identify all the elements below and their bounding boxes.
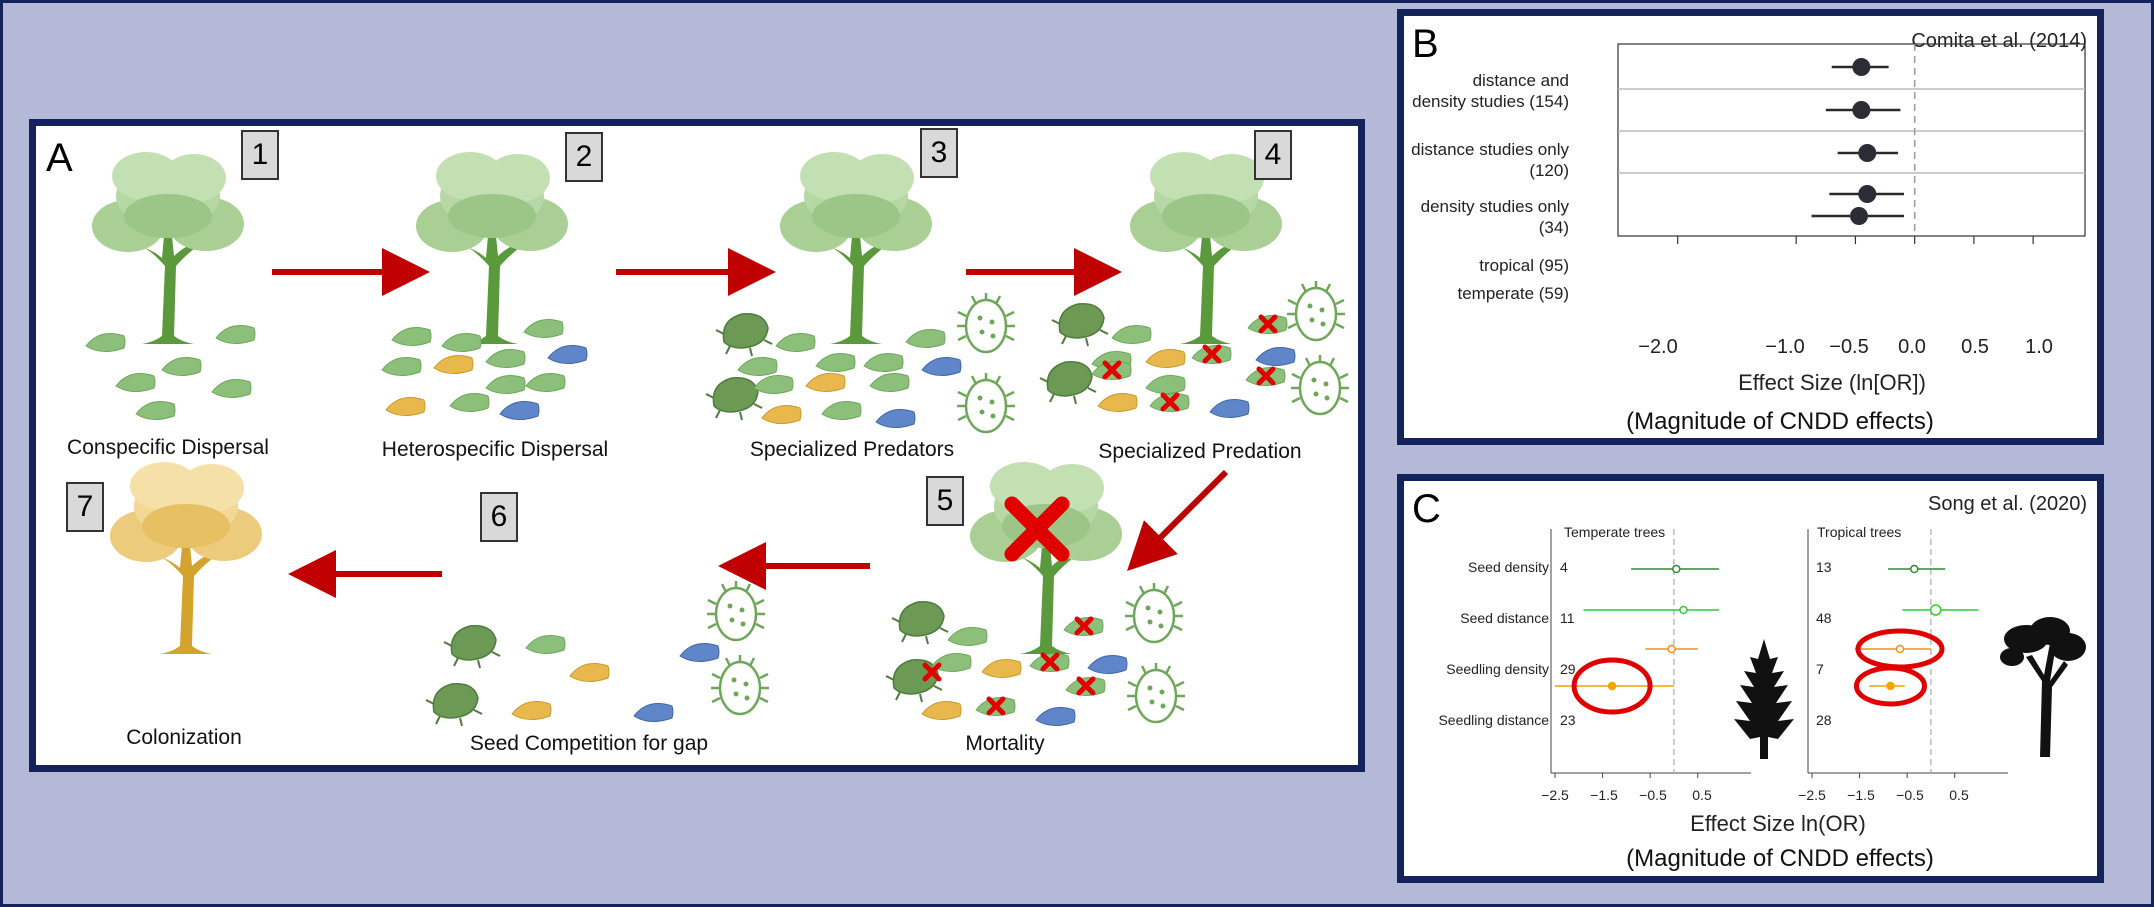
panel-c-subtitle: (Magnitude of CNDD effects) <box>1626 845 1934 872</box>
x-tick-label: 1.0 <box>2025 336 2053 358</box>
step-6-number: 6 <box>480 492 518 542</box>
stage-1-illustration <box>85 152 256 421</box>
panel-c-x-axis-title: Effect Size ln(OR) <box>1690 811 1866 836</box>
step-1-number: 1 <box>241 130 279 180</box>
panel-a: A <box>29 119 1365 772</box>
point-estimate <box>1667 644 1676 654</box>
point-estimate <box>1852 101 1871 119</box>
step-3-number: 3 <box>920 128 958 178</box>
step-5-caption: Mortality <box>965 732 1045 755</box>
group-label-tropical: Tropical trees <box>1817 524 1902 540</box>
n-left: 11 <box>1560 610 1575 626</box>
row-label-temperate: temperate (59) <box>1457 284 1570 303</box>
panel-b-subtitle: (Magnitude of CNDD effects) <box>1626 408 1934 435</box>
x-tick-label: −1.0 <box>1765 336 1805 358</box>
n-right: 28 <box>1816 712 1832 728</box>
x-tick-label-right: −2.5 <box>1798 787 1826 803</box>
panel-b-letter: B <box>1412 22 1439 66</box>
step-6-caption: Seed Competition for gap <box>469 732 709 755</box>
panel-c-letter: C <box>1412 487 1441 531</box>
conifer-silhouette-icon <box>1734 639 1794 759</box>
x-tick-label-right: 0.5 <box>1949 787 1969 803</box>
stage-3-illustration <box>705 152 1017 434</box>
x-tick-label: −0.5 <box>1829 336 1869 358</box>
step-2-number: 2 <box>565 132 603 182</box>
x-tick-label: −2.0 <box>1638 336 1678 358</box>
point-estimate <box>1607 681 1617 691</box>
point-estimate <box>1910 564 1919 574</box>
n-left: 4 <box>1560 559 1568 575</box>
point-estimate <box>1679 605 1688 615</box>
n-right: 48 <box>1816 610 1832 626</box>
plot-frame <box>1617 43 2086 237</box>
panel-c: C Song et al. (2020) Temperate trees Tro… <box>1397 474 2104 883</box>
x-tick-label: 0.5 <box>1961 336 1989 358</box>
panel-c-forest-plot <box>1550 529 2086 778</box>
x-tick-label-left: −2.5 <box>1541 787 1569 803</box>
stage-7-illustration <box>110 462 262 654</box>
tropical-tree-silhouette-icon <box>2000 617 2086 757</box>
point-estimate <box>1849 207 1868 225</box>
x-tick-label: 0.0 <box>1898 336 1926 358</box>
step-4-caption: Specialized Predation <box>1098 440 1302 463</box>
panel-c-citation: Song et al. (2020) <box>1928 493 2087 515</box>
x-tick-label-right: −1.5 <box>1847 787 1875 803</box>
panel-a-illustration <box>85 152 1351 727</box>
point-estimate <box>1672 564 1681 574</box>
stage-2-illustration <box>381 152 588 421</box>
step-5-number: 5 <box>926 476 964 526</box>
row-label-density-only: density studies only (34) <box>1420 197 1569 237</box>
panel-a-letter: A <box>46 136 73 180</box>
row-label-line: distance and <box>1472 71 1569 90</box>
panel-b: B Comita et al. (2014) distance and dens… <box>1397 9 2104 445</box>
row-label-line: density studies (154) <box>1412 92 1569 111</box>
point-estimate <box>1858 185 1877 203</box>
stage-4-illustration <box>1039 152 1351 419</box>
tropical-tree-shape <box>2000 648 2024 666</box>
highlight-ellipse <box>1571 657 1653 715</box>
step-7-caption: Colonization <box>126 726 242 749</box>
flow-arrows <box>272 248 1229 598</box>
x-tick-label-right: −0.5 <box>1896 787 1924 803</box>
tropical-tree-shape <box>2050 633 2086 661</box>
highlight-ellipse <box>1853 665 1927 707</box>
x-tick-label-left: 0.5 <box>1692 787 1712 803</box>
step-3-caption: Specialized Predators <box>749 438 955 461</box>
point-estimate <box>1858 144 1877 162</box>
step-7-number: 7 <box>66 482 104 532</box>
stage-5-illustration <box>885 462 1187 727</box>
row-label-distance-only: distance studies only (120) <box>1411 140 1569 180</box>
n-right: 7 <box>1816 661 1824 677</box>
n-left: 23 <box>1560 712 1576 728</box>
row-label-seed-distance: Seed distance <box>1460 610 1549 626</box>
x-tick-label-left: −0.5 <box>1639 787 1667 803</box>
panel-b-forest-plot <box>1617 43 2086 244</box>
panel-b-x-axis-title: Effect Size (ln[OR]) <box>1738 370 1926 395</box>
step-2-caption: Heterospecific Dispersal <box>381 438 609 461</box>
row-label-tropical: tropical (95) <box>1479 256 1569 275</box>
point-estimate <box>1929 604 1942 616</box>
panel-b-citation: Comita et al. (2014) <box>1911 30 2087 52</box>
tropical-tree-shape <box>2026 643 2068 757</box>
conifer-shape <box>1734 639 1794 759</box>
point-estimate <box>1886 681 1895 691</box>
row-label-distance-density: distance and density studies (154) <box>1412 70 1569 112</box>
n-left: 29 <box>1560 661 1576 677</box>
row-label-seed-density: Seed density <box>1468 559 1549 575</box>
x-tick-label-left: −1.5 <box>1590 787 1618 803</box>
point-estimate <box>1852 58 1871 76</box>
step-1-caption: Conspecific Dispersal <box>67 436 269 459</box>
step-4-number: 4 <box>1254 130 1292 180</box>
point-estimate <box>1895 644 1905 654</box>
row-label-seedling-distance: Seedling distance <box>1438 712 1549 728</box>
stage-6-illustration <box>425 579 771 727</box>
group-label-temperate: Temperate trees <box>1564 524 1666 540</box>
row-label-seedling-density: Seedling density <box>1446 661 1549 677</box>
n-right: 13 <box>1816 559 1832 575</box>
